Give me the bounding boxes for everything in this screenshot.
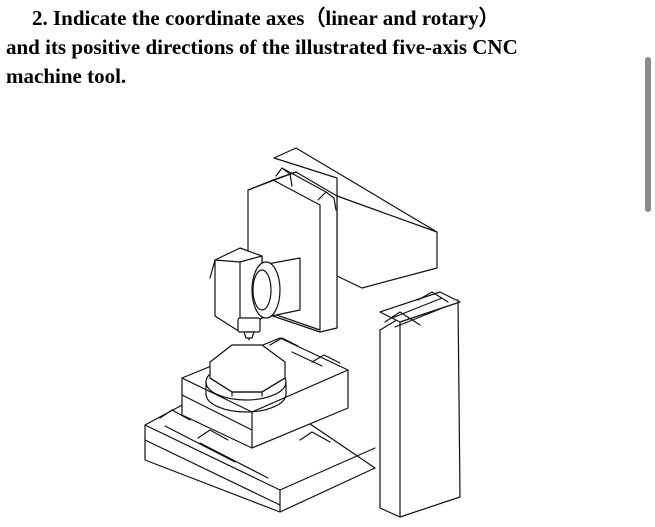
question-number: 2. [32,6,48,30]
vertical-scrollbar-thumb[interactable] [645,57,651,212]
question-line-2: and its positive directions of the illus… [6,35,518,59]
spindle-unit [209,247,301,341]
question-text: 2. Indicate the coordinate axes（linear a… [6,4,636,91]
question-line-1: Indicate the coordinate axes（linear and … [53,6,500,30]
machine-column [379,291,461,518]
rotary-table [205,344,287,413]
question-line-3: machine tool. [6,64,127,88]
